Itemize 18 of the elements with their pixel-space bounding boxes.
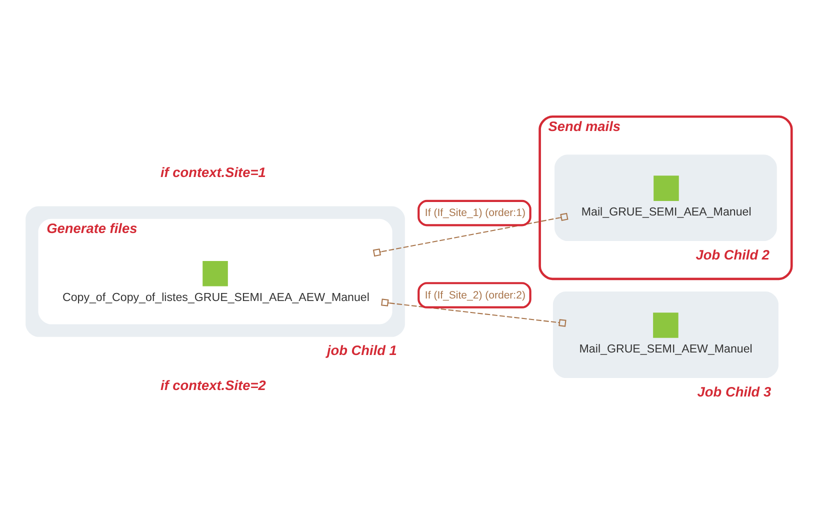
cluster bbox=[552, 292, 778, 378]
node-label: Mail_GRUE_SEMI_AEA_Manuel bbox=[581, 206, 752, 218]
node-label: Job Child 2 bbox=[696, 247, 770, 262]
cluster bbox=[554, 154, 777, 241]
edge-label: If (If_Site_2) (order:2) bbox=[424, 289, 526, 302]
connector bbox=[381, 298, 566, 327]
edge-label: If (If_Site_1) (order:1) bbox=[424, 207, 526, 220]
cluster bbox=[26, 206, 405, 337]
node-box bbox=[653, 312, 678, 338]
node-label: job Child 1 bbox=[326, 343, 397, 358]
node-label: Copy_of_Copy_of_listes_GRUE_SEMI_AEA_AEW_Manuel bbox=[62, 292, 370, 304]
node-label: Mail_GRUE_SEMI_AEW_Manuel bbox=[579, 343, 752, 356]
node-box bbox=[202, 261, 228, 286]
node-label: Job Child 3 bbox=[697, 384, 772, 400]
node-box bbox=[654, 176, 679, 201]
label: if context.Site=1 bbox=[160, 165, 266, 180]
connector bbox=[372, 212, 568, 257]
label: if context.Site=2 bbox=[160, 378, 266, 393]
